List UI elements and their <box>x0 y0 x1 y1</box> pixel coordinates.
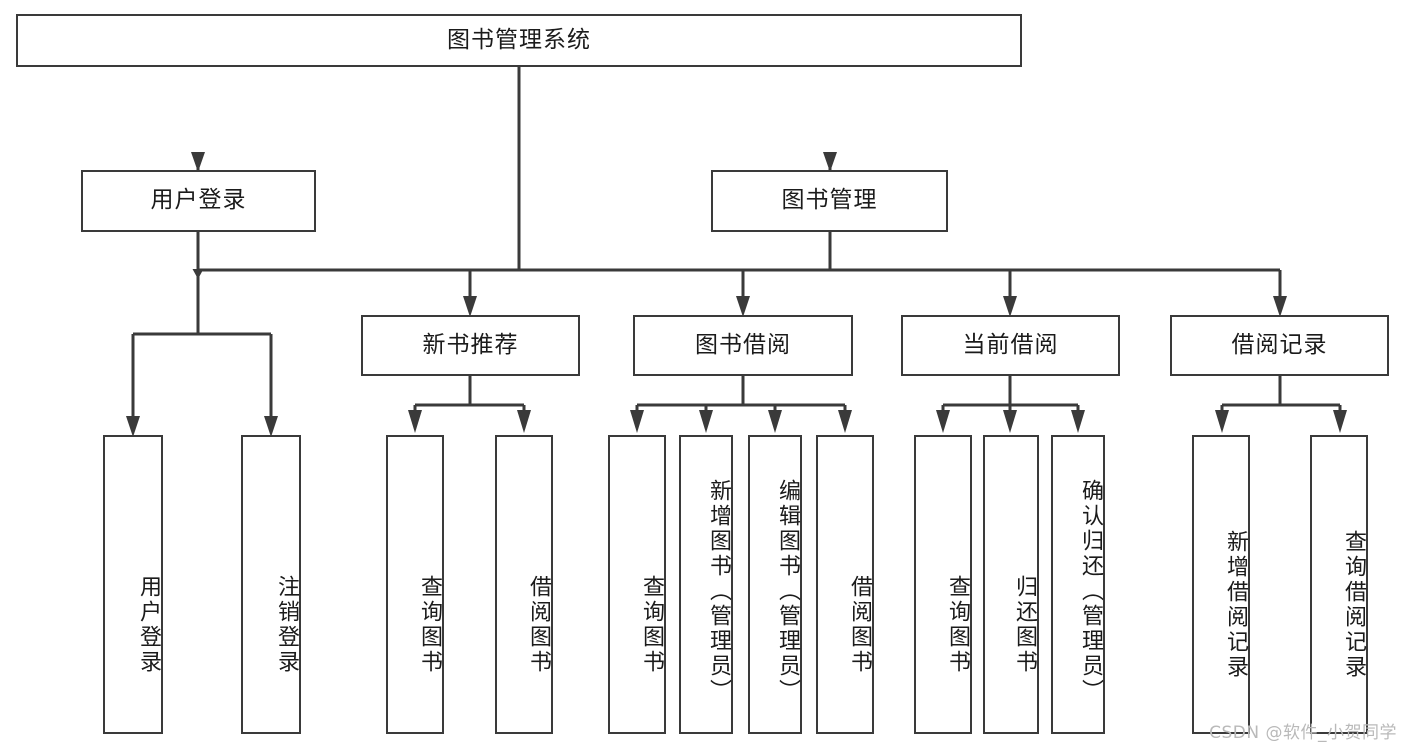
node-label: 图书借阅 <box>695 331 791 358</box>
leaf-borrow-borrow-book[interactable]: 借阅图书 <box>816 435 874 734</box>
leaf-record-query-record[interactable]: 查询借阅记录 <box>1310 435 1368 734</box>
node-label: 用户登录 <box>136 574 161 675</box>
leaf-current-confirm-return-admin[interactable]: 确认归还（管理员） <box>1051 435 1105 734</box>
node-borrow-record[interactable]: 借阅记录 <box>1170 315 1389 376</box>
leaf-borrow-add-book-admin[interactable]: 新增图书（管理员） <box>679 435 733 734</box>
leaf-record-add-record[interactable]: 新增借阅记录 <box>1192 435 1250 734</box>
node-new-book-recommend[interactable]: 新书推荐 <box>361 315 580 376</box>
node-label: 查询图书 <box>945 574 970 675</box>
node-label: 借阅图书 <box>847 574 872 675</box>
node-user-login[interactable]: 用户登录 <box>81 170 316 232</box>
leaf-borrow-query-book[interactable]: 查询图书 <box>608 435 666 734</box>
node-label: 新增借阅记录 <box>1223 529 1248 680</box>
node-label: 查询图书 <box>417 574 442 675</box>
node-label: 借阅记录 <box>1231 331 1328 358</box>
node-label: 用户登录 <box>150 187 247 214</box>
node-label: 查询图书 <box>639 574 664 675</box>
node-label: 当前借阅 <box>962 331 1059 358</box>
node-label: 编辑图书（管理员） <box>775 479 800 704</box>
leaf-current-query-book[interactable]: 查询图书 <box>914 435 972 734</box>
leaf-user-login-login[interactable]: 用户登录 <box>103 435 163 734</box>
watermark: CSDN @软件_小贺同学 <box>1209 723 1397 743</box>
leaf-current-return-book[interactable]: 归还图书 <box>983 435 1039 734</box>
node-label: 确认归还（管理员） <box>1078 479 1103 704</box>
node-book-management[interactable]: 图书管理 <box>711 170 948 232</box>
leaf-recommend-borrow-book[interactable]: 借阅图书 <box>495 435 553 734</box>
node-label: 注销登录 <box>274 574 299 675</box>
node-label: 新增图书（管理员） <box>706 479 731 704</box>
leaf-user-login-logout[interactable]: 注销登录 <box>241 435 301 734</box>
node-label: 图书管理系统 <box>447 26 591 53</box>
node-label: 归还图书 <box>1012 574 1037 675</box>
node-label: 查询借阅记录 <box>1341 529 1366 680</box>
node-root-system[interactable]: 图书管理系统 <box>16 14 1022 67</box>
node-label: 借阅图书 <box>526 574 551 675</box>
node-current-borrow[interactable]: 当前借阅 <box>901 315 1120 376</box>
node-label: 新书推荐 <box>422 331 519 358</box>
leaf-borrow-edit-book-admin[interactable]: 编辑图书（管理员） <box>748 435 802 734</box>
node-book-borrow[interactable]: 图书借阅 <box>633 315 853 376</box>
leaf-recommend-query-book[interactable]: 查询图书 <box>386 435 444 734</box>
node-label: 图书管理 <box>781 187 878 214</box>
